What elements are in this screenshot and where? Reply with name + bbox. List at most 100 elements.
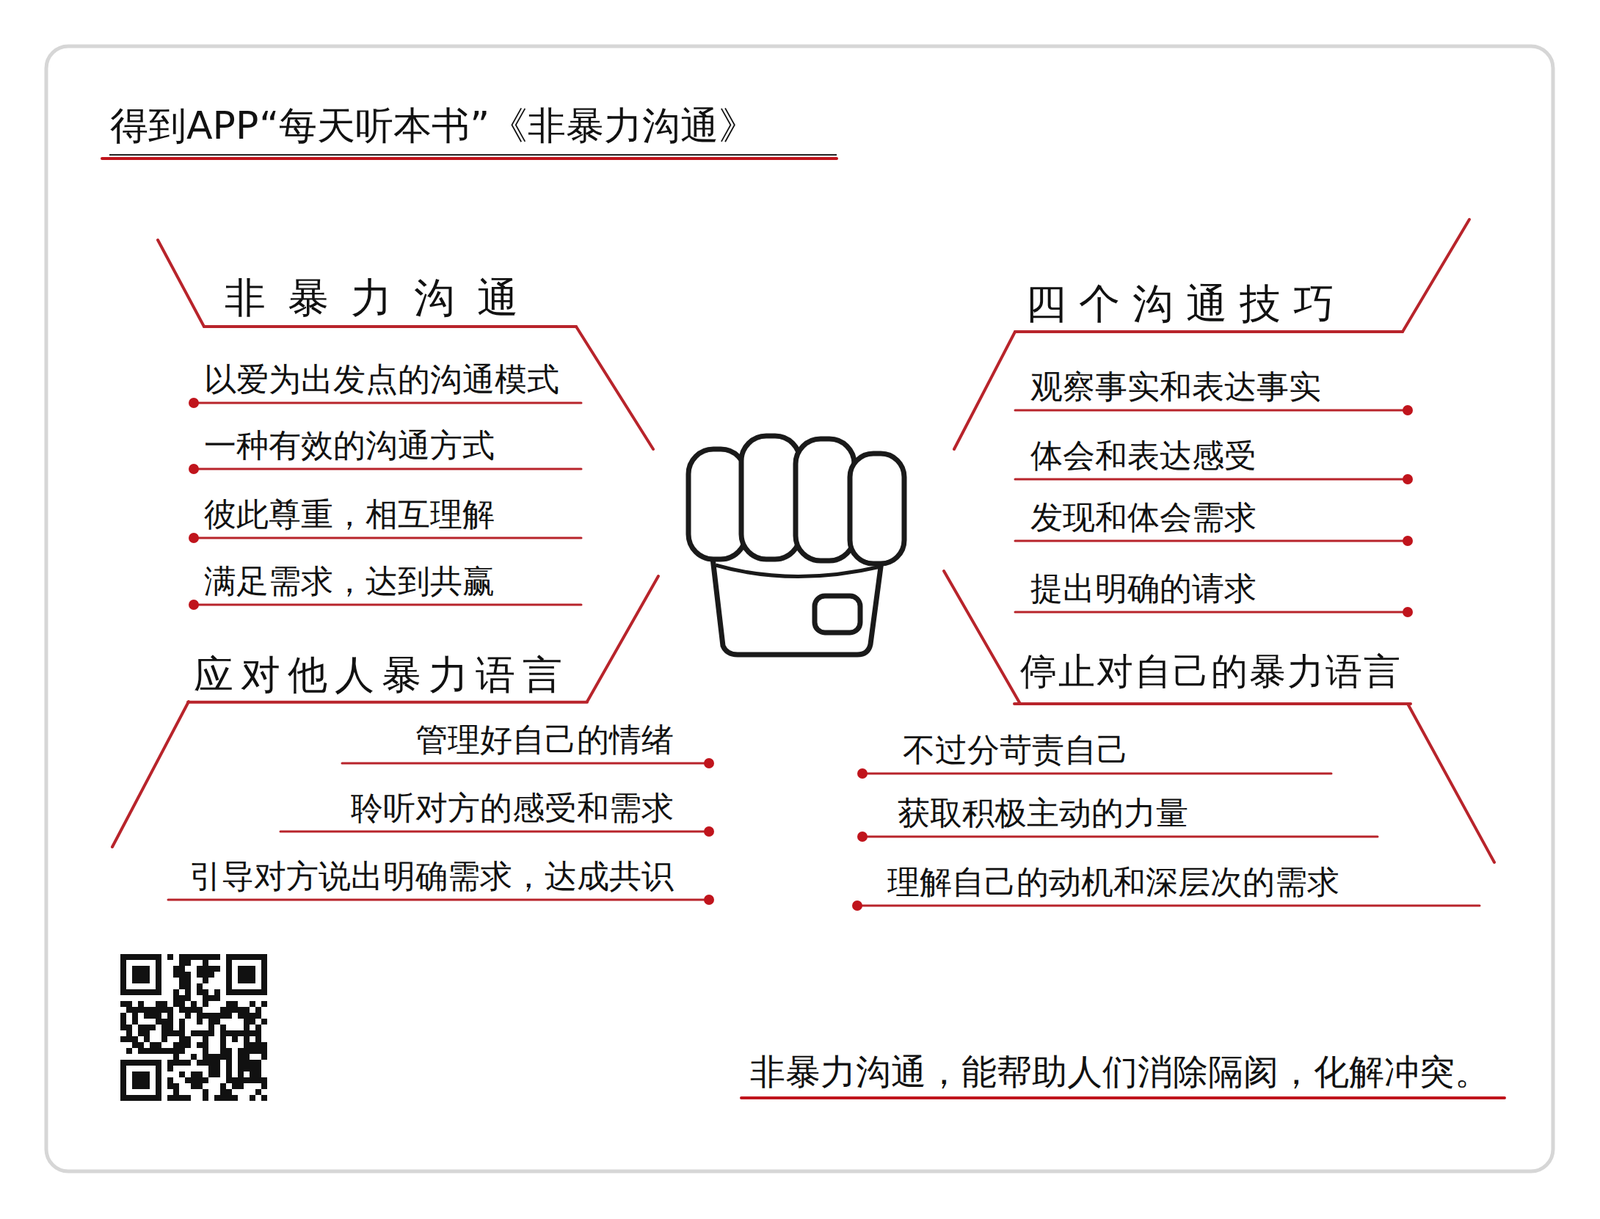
qr-module [120, 1001, 127, 1007]
qr-module [226, 1001, 232, 1007]
branch-heading: 四个沟通技巧 [1025, 278, 1347, 329]
qr-module [202, 1042, 209, 1049]
fist-finger [741, 435, 800, 560]
qr-module [143, 1006, 150, 1013]
qr-module [179, 1071, 185, 1078]
qr-module [249, 1095, 256, 1101]
underline [204, 325, 577, 329]
qr-module [214, 1071, 221, 1078]
qr-module [208, 971, 215, 978]
qr-module [249, 1048, 256, 1054]
qr-module [202, 1095, 209, 1101]
underline [1015, 478, 1408, 481]
qr-module [179, 971, 185, 978]
qr-module [190, 1071, 197, 1078]
underline [1015, 611, 1408, 614]
branch-item: 彼此尊重，相互理解 [204, 495, 495, 535]
qr-finder [237, 965, 256, 984]
fist-finger [688, 449, 746, 560]
bullet-dot [703, 894, 715, 905]
qr-module [196, 1071, 203, 1078]
qr-module [167, 954, 174, 960]
qr-module [196, 1018, 203, 1025]
qr-module [255, 1030, 262, 1037]
branch-heading: 应对他人暴力语言 [193, 651, 570, 700]
branch-item: 观察事实和表达事实 [1030, 367, 1322, 407]
qr-module [179, 1006, 185, 1013]
qr-module [179, 960, 185, 966]
qr-module [179, 1024, 185, 1031]
qr-module [237, 1053, 244, 1060]
qr-module [231, 1036, 238, 1043]
qr-module [226, 1012, 232, 1019]
qr-module [173, 989, 180, 996]
qr-module [255, 1089, 262, 1096]
bullet-dot [1402, 405, 1413, 416]
qr-module [143, 1012, 150, 1019]
qr-module [173, 1042, 180, 1049]
qr-module [184, 995, 191, 1002]
qr-module [226, 1053, 232, 1060]
qr-module [226, 1077, 232, 1084]
qr-module [190, 954, 197, 960]
qr-module [173, 1095, 180, 1101]
qr-module [179, 977, 185, 984]
qr-module [249, 1042, 256, 1049]
qr-module [132, 1006, 138, 1013]
branch-line [157, 240, 205, 327]
qr-module [202, 1089, 209, 1096]
qr-module [161, 1006, 168, 1013]
qr-module [179, 1042, 185, 1049]
underline [187, 700, 588, 704]
qr-module [237, 1071, 244, 1078]
qr-module [202, 989, 209, 996]
qr-module [167, 1095, 174, 1101]
qr-module [173, 971, 180, 978]
qr-module [184, 1036, 191, 1043]
qr-module [126, 1024, 133, 1031]
qr-module [137, 1048, 144, 1054]
qr-module [184, 1077, 191, 1084]
qr-module [202, 1036, 209, 1043]
qr-module [190, 1006, 197, 1013]
qr-module [231, 1030, 238, 1037]
underline [102, 157, 837, 160]
branch-item: 聆听对方的感受和需求 [350, 788, 674, 828]
qr-module [155, 1048, 162, 1054]
branch-line [1407, 703, 1495, 863]
qr-module [243, 1053, 250, 1060]
branch-lines [102, 154, 1505, 1098]
qr-module [255, 1024, 262, 1031]
qr-module [214, 1065, 221, 1072]
qr-module [249, 1059, 256, 1066]
bullet-dot [703, 826, 715, 837]
qr-module [149, 1042, 156, 1049]
qr-module [126, 1030, 133, 1037]
qr-module [173, 1048, 180, 1054]
underline [193, 537, 582, 540]
qr-module [237, 1059, 244, 1066]
qr-module [202, 954, 209, 960]
qr-module [190, 1030, 197, 1037]
fist-crease [715, 565, 881, 577]
qr-module [243, 1065, 250, 1072]
underline [193, 604, 582, 607]
qr-module [184, 1095, 191, 1101]
qr-module [161, 1036, 168, 1043]
qr-module [161, 1048, 168, 1054]
bullet-dot [1402, 474, 1413, 485]
qr-module [208, 1059, 215, 1066]
qr-module [214, 995, 221, 1002]
qr-module [161, 1024, 168, 1031]
qr-module [167, 1024, 174, 1031]
qr-module [214, 1012, 221, 1019]
qr-module [214, 954, 221, 960]
branch-item: 一种有效的沟通方式 [204, 426, 495, 466]
qr-module [243, 1059, 250, 1066]
qr-module [249, 1077, 256, 1084]
qr-module [202, 1048, 209, 1054]
qr-module [202, 1053, 209, 1060]
qr-module [167, 1083, 174, 1090]
qr-module [208, 954, 215, 960]
